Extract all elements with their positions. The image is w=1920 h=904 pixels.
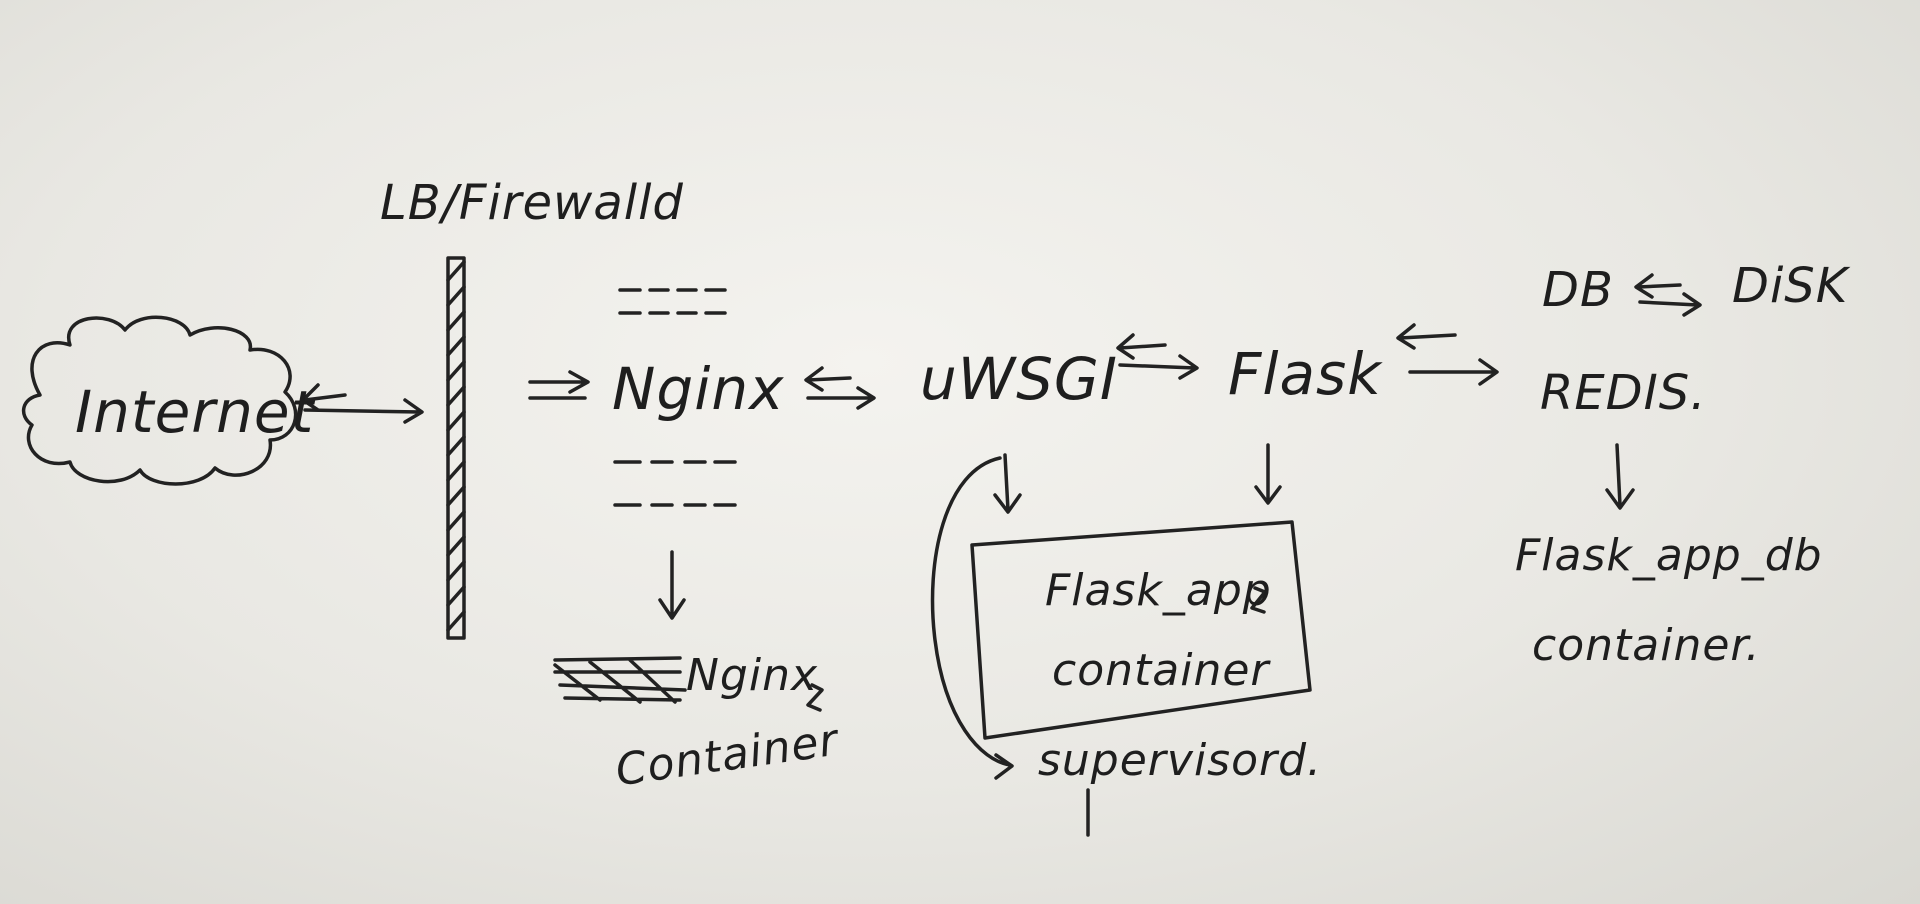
nginx-down-arrow — [658, 550, 686, 620]
internet-arrow-left — [301, 383, 347, 412]
flask-container-line2: container — [1052, 645, 1270, 696]
flask-label: Flask — [1228, 340, 1382, 408]
crossed-out-scribble — [553, 656, 687, 704]
firewall-hatch — [446, 260, 466, 632]
db-container-line2: container. — [1532, 620, 1761, 671]
db-label: DB — [1542, 262, 1614, 318]
nginx-container-line1: Nginx — [686, 650, 818, 701]
firewall-bar — [446, 256, 466, 640]
flask-redis-arrow — [1396, 323, 1499, 386]
uwsgi-label: uWSGI — [920, 345, 1118, 413]
internet-cloud — [21, 315, 298, 486]
supervisord-curve — [930, 456, 1014, 780]
redis-down-arrow — [1605, 443, 1635, 510]
nginx-dashes-bottom — [613, 460, 737, 507]
supervisord-label: supervisord. — [1038, 735, 1323, 786]
flask-down-arrow — [1254, 443, 1282, 505]
nginx-container-squiggle — [806, 683, 824, 712]
internet-label: Internet — [75, 378, 315, 446]
db-disk-arrow — [1634, 273, 1702, 317]
uwsgi-down-arrow — [993, 453, 1022, 514]
flask-container-squiggle — [1250, 586, 1267, 614]
firewall-nginx-arrow — [528, 370, 590, 400]
nginx-label: Nginx — [612, 355, 785, 423]
internet-arrow-right — [303, 398, 424, 424]
flask-container-line1: Flask_app — [1045, 565, 1272, 616]
disk-label: DiSK — [1732, 258, 1849, 314]
lb-firewall-label: LB/Firewalld — [380, 175, 684, 231]
nginx-dashes-top — [618, 288, 727, 315]
db-container-line1: Flask_app_db — [1515, 530, 1823, 581]
uwsgi-flask-arrow — [1116, 333, 1199, 380]
nginx-uwsgi-arrow — [804, 366, 876, 410]
flask-container-box — [970, 520, 1312, 740]
redis-label: REDIS. — [1540, 365, 1707, 421]
